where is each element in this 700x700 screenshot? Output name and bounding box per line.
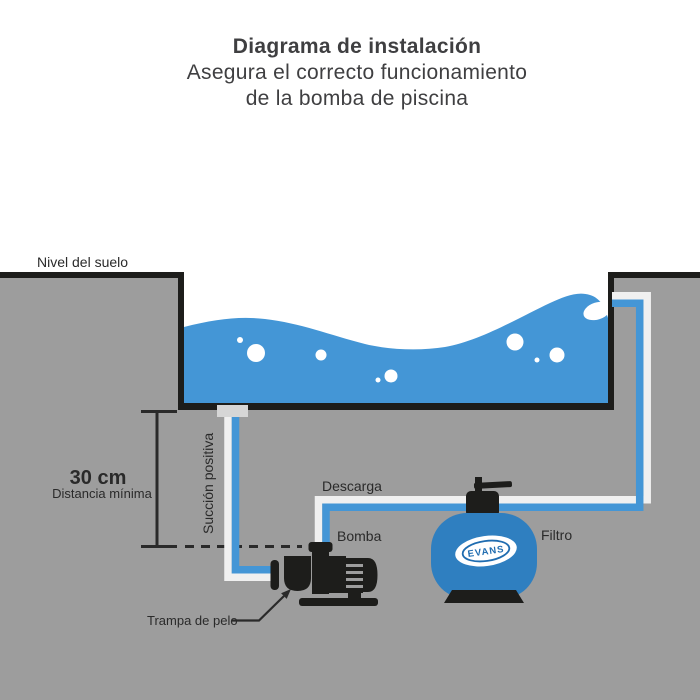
ground-line-right	[608, 272, 700, 278]
trap-lid	[312, 548, 329, 594]
hair-trap-arrowhead	[281, 589, 291, 599]
wave-crest-highlight	[583, 301, 611, 321]
pump	[270, 542, 378, 606]
logo-oval	[455, 535, 517, 567]
evans-logo: EVANS	[455, 535, 517, 567]
pool-water	[184, 293, 611, 404]
water-surface	[184, 293, 608, 404]
bubbles	[237, 333, 565, 383]
pool-floor	[178, 403, 614, 410]
brand-text: EVANS	[467, 544, 505, 560]
suction-label: Succión positiva	[200, 433, 216, 534]
ground-line-left	[0, 272, 184, 278]
filter-valve	[466, 491, 499, 517]
valve-handle-bar	[473, 481, 513, 489]
motor-foot	[348, 592, 361, 599]
pool-wall-left	[178, 272, 184, 410]
hair-trap-label: Trampa de pelo	[147, 613, 238, 628]
hair-trap-callout: Trampa de pelo	[147, 589, 291, 628]
pump-inlet	[270, 560, 279, 590]
distance-caption: Distancia mínima	[52, 486, 152, 501]
page-subtitle-line1: Asegura el correcto funcionamiento	[187, 61, 528, 84]
pool-outline	[0, 272, 700, 410]
discharge-pipe-white	[314, 291, 651, 550]
filter: EVANS	[431, 477, 537, 603]
suction-pipe-blue	[231, 410, 276, 574]
suction-pipe-white	[224, 410, 276, 581]
page-subtitle-line2: de la bomba de piscina	[246, 87, 469, 110]
trap-cap	[308, 542, 333, 552]
motor-rear-cap	[363, 558, 378, 592]
filter-label: Filtro	[541, 527, 572, 543]
distance-value: 30 cm	[70, 467, 127, 489]
pump-label: Bomba	[337, 528, 382, 544]
ground-level-label: Nivel del suelo	[37, 254, 128, 270]
logo-ring	[461, 539, 511, 563]
page-title: Diagrama de instalación	[233, 35, 481, 58]
pipes	[224, 291, 651, 581]
hair-trap-pot	[284, 556, 311, 591]
filter-base	[444, 590, 524, 603]
pool-wall-right	[608, 272, 614, 410]
pump-base	[299, 598, 378, 606]
distance-indicator: 30 cm Distancia mínima	[52, 410, 302, 548]
hair-trap-arrow-line	[232, 595, 285, 622]
discharge-label: Descarga	[322, 478, 382, 494]
motor-body	[329, 556, 346, 593]
discharge-pipe-blue	[322, 299, 644, 550]
drain-fitting	[217, 405, 248, 417]
